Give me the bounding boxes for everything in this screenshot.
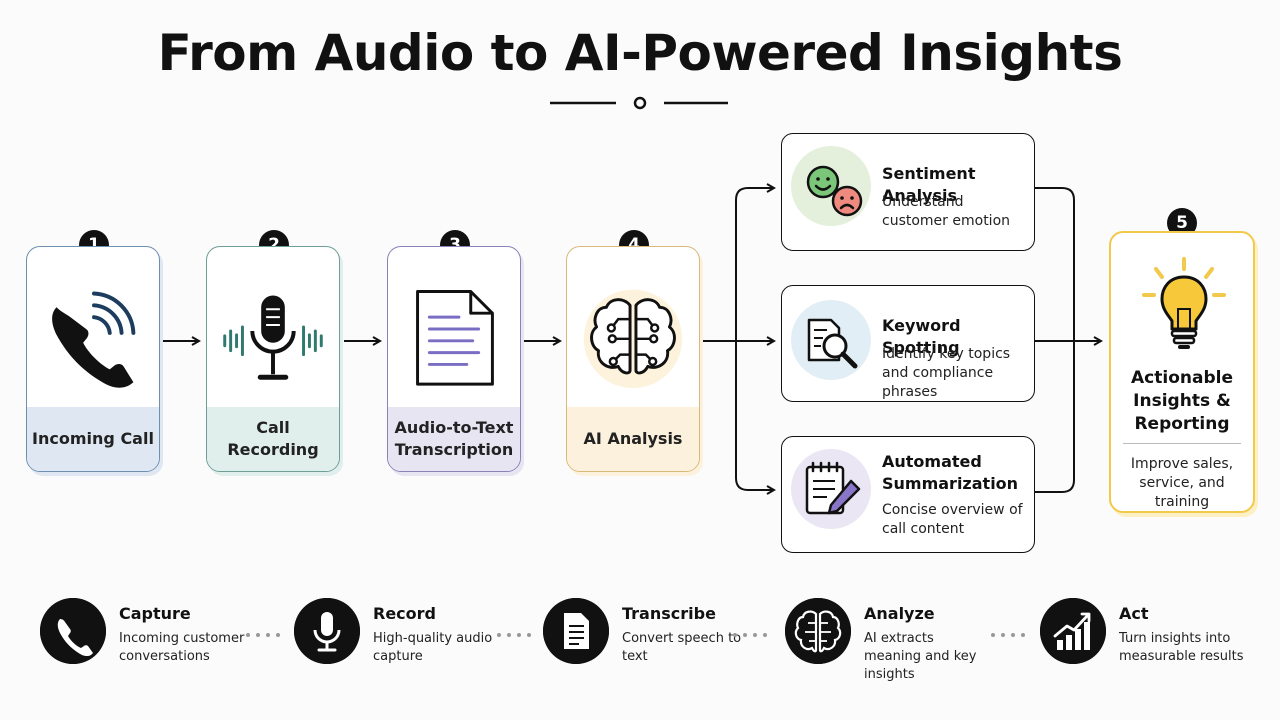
merge-bottom <box>1035 341 1075 493</box>
page-title: From Audio to AI-Powered Insights <box>157 24 1123 82</box>
step-ai-analysis: AI Analysis <box>566 246 700 472</box>
final-desc: Improve sales, service, and training <box>1130 456 1234 510</box>
summary-dots <box>497 633 531 637</box>
step-call-recording: Call Recording <box>206 246 340 472</box>
step-label-band <box>27 407 159 471</box>
summary-title: Act <box>1119 604 1149 623</box>
summary-title: Record <box>373 604 436 623</box>
arrow-branch-top <box>735 188 774 341</box>
step-incoming-call: Incoming Call <box>26 246 160 472</box>
document-icon <box>543 598 609 664</box>
final-card-insights: Actionable Insights & Reporting Improve … <box>1109 231 1255 513</box>
summary-desc: Incoming customer conversations <box>119 631 245 664</box>
analysis-card-sentiment: Sentiment Analysis Understand customer e… <box>781 133 1035 251</box>
summary-title: Transcribe <box>622 604 716 623</box>
analysis-title: Keyword Spotting <box>882 316 961 357</box>
summary-capture: Capture Incoming customer conversations <box>40 598 244 668</box>
arrow-branch-bottom <box>735 341 774 490</box>
final-divider <box>1123 443 1241 444</box>
smiley-faces-icon <box>791 146 871 226</box>
brain-icon <box>583 289 683 389</box>
summary-desc: AI extracts meaning and key insights <box>864 631 977 682</box>
analysis-desc: Understand customer emotion <box>882 194 1011 229</box>
step-label: Incoming Call <box>32 429 154 448</box>
phone-icon <box>52 291 136 388</box>
analysis-desc: Concise overview of call content <box>882 502 1023 537</box>
analysis-desc: Identify key topics and compliance phras… <box>882 346 1011 400</box>
step-label: AI Analysis <box>583 429 683 448</box>
step-transcription: Audio-to-Text Transcription <box>387 246 521 472</box>
summary-act: Act Turn insights into measurable result… <box>1040 598 1270 668</box>
lightbulb-icon <box>1142 257 1226 349</box>
summary-title: Capture <box>119 604 191 623</box>
summary-desc: Turn insights into measurable results <box>1119 631 1244 664</box>
summary-title: Analyze <box>864 604 935 623</box>
step-label: Call Recording <box>227 418 319 459</box>
step-label-band <box>567 407 699 471</box>
final-title: Actionable Insights & Reporting <box>1131 368 1233 434</box>
growth-chart-icon <box>1040 598 1106 664</box>
summary-record: Record High-quality audio capture <box>294 598 494 668</box>
analysis-card-keyword: Keyword Spotting Identify key topics and… <box>781 285 1035 402</box>
notepad-pencil-icon <box>791 449 871 529</box>
summary-dots <box>246 633 280 637</box>
document-icon <box>416 290 494 386</box>
summary-desc: Convert speech to text <box>622 631 742 664</box>
phone-icon <box>40 598 106 664</box>
step-label-band <box>207 407 339 471</box>
summary-analyze: Analyze AI extracts meaning and key insi… <box>785 598 985 682</box>
analysis-title: Sentiment Analysis <box>882 164 976 205</box>
microphone-icon <box>223 295 323 380</box>
analysis-card-summarization: Automated Summarization Concise overview… <box>781 436 1035 553</box>
step-label-band <box>388 407 520 471</box>
step-label: Audio-to-Text Transcription <box>394 418 514 459</box>
brain-icon <box>785 598 851 664</box>
magnifier-document-icon <box>791 300 871 380</box>
title-divider <box>550 96 728 110</box>
summary-desc: High-quality audio capture <box>373 631 493 664</box>
microphone-icon <box>294 598 360 664</box>
analysis-title: Automated Summarization <box>882 452 1019 493</box>
summary-dots <box>991 633 1025 637</box>
summary-transcribe: Transcribe Convert speech to text <box>543 598 743 668</box>
summary-dots <box>733 633 767 637</box>
merge-top <box>1035 187 1075 341</box>
